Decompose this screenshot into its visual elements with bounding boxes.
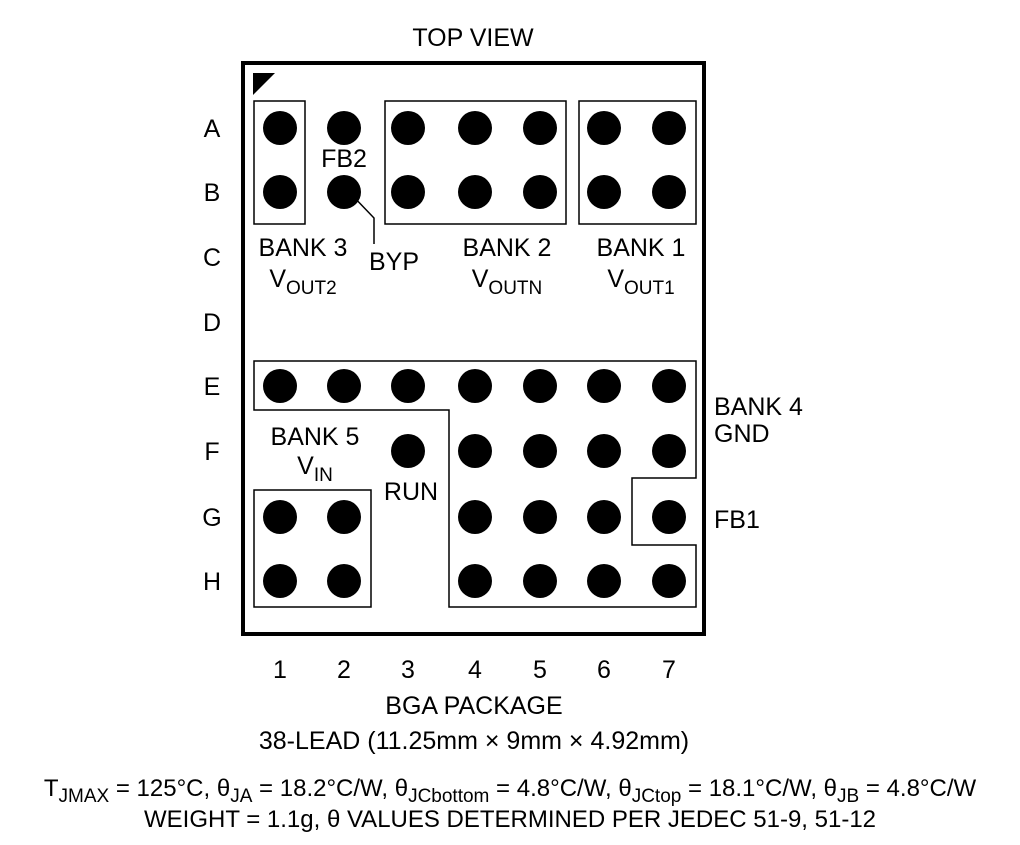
- pin1-corner-marker: [253, 73, 275, 95]
- ball-h4: [458, 564, 492, 598]
- ball-e3: [391, 369, 425, 403]
- byp-label: BYP: [369, 248, 419, 276]
- package-outline: [241, 61, 706, 636]
- column-label-2: 2: [337, 656, 351, 684]
- bank3-name: BANK 3: [259, 234, 348, 262]
- ball-e6: [587, 369, 621, 403]
- column-label-7: 7: [662, 656, 676, 684]
- column-label-1: 1: [273, 656, 287, 684]
- ball-a7: [652, 111, 686, 145]
- solder-balls: [263, 111, 686, 598]
- ball-e2: [327, 369, 361, 403]
- row-label-b: B: [204, 179, 221, 207]
- column-label-6: 6: [597, 656, 611, 684]
- column-label-3: 3: [401, 656, 415, 684]
- ball-h2: [327, 564, 361, 598]
- ball-b5: [523, 175, 557, 209]
- row-label-h: H: [203, 568, 221, 596]
- ball-g2: [327, 500, 361, 534]
- run-label: RUN: [384, 478, 438, 506]
- bank1-voltage: VOUT1: [607, 265, 674, 299]
- ball-a2: [327, 111, 361, 145]
- row-label-e: E: [204, 373, 221, 401]
- ball-g4: [458, 500, 492, 534]
- ball-b3: [391, 175, 425, 209]
- bank1-name: BANK 1: [597, 234, 686, 262]
- row-label-g: G: [202, 504, 221, 532]
- ball-f7: [652, 434, 686, 468]
- bank5-name: BANK 5: [271, 423, 360, 451]
- ball-b7: [652, 175, 686, 209]
- ball-f4: [458, 434, 492, 468]
- bank2-name: BANK 2: [463, 234, 552, 262]
- ball-g6: [587, 500, 621, 534]
- column-label-5: 5: [533, 656, 547, 684]
- column-labels: 1 2 3 4 5 6 7: [273, 656, 676, 684]
- ball-g7: [652, 500, 686, 534]
- diagram-title: TOP VIEW: [412, 24, 534, 52]
- column-label-4: 4: [468, 656, 482, 684]
- ball-b2: [327, 175, 361, 209]
- ball-h6: [587, 564, 621, 598]
- thermal-spec-line: TJMAX = 125°C, θJA = 18.2°C/W, θJCbottom…: [44, 775, 977, 807]
- fb2-label: FB2: [321, 145, 367, 173]
- bank3-voltage: VOUT2: [269, 265, 336, 299]
- ball-e4: [458, 369, 492, 403]
- ball-a4: [458, 111, 492, 145]
- ball-h1: [263, 564, 297, 598]
- ball-b1: [263, 175, 297, 209]
- row-label-c: C: [203, 244, 221, 272]
- ball-a6: [587, 111, 621, 145]
- ball-h5: [523, 564, 557, 598]
- bank1-outline: [578, 100, 697, 225]
- bank4-name: BANK 4: [714, 393, 803, 421]
- ball-e1: [263, 369, 297, 403]
- bank4-net: GND: [714, 420, 770, 448]
- row-label-d: D: [203, 309, 221, 337]
- ball-a1: [263, 111, 297, 145]
- row-labels: A B C D E F G H: [202, 115, 221, 596]
- bank5-voltage: VIN: [297, 452, 333, 486]
- ball-e5: [523, 369, 557, 403]
- bank4-outline: [253, 360, 697, 608]
- weight-spec-line: WEIGHT = 1.1g, θ VALUES DETERMINED PER J…: [144, 806, 876, 833]
- ball-a5: [523, 111, 557, 145]
- ball-h7: [652, 564, 686, 598]
- ball-g1: [263, 500, 297, 534]
- package-name: BGA PACKAGE: [385, 692, 562, 720]
- ball-f6: [587, 434, 621, 468]
- ball-b6: [587, 175, 621, 209]
- ball-a3: [391, 111, 425, 145]
- bank3-outline: [253, 100, 306, 225]
- row-label-a: A: [204, 115, 221, 143]
- ball-f3: [391, 434, 425, 468]
- ball-b4: [458, 175, 492, 209]
- fb1-label: FB1: [714, 506, 760, 534]
- ball-f5: [523, 434, 557, 468]
- bank2-outline: [384, 100, 567, 225]
- bank5-outline: [253, 489, 372, 608]
- row-label-f: F: [204, 438, 219, 466]
- ball-e7: [652, 369, 686, 403]
- ball-g5: [523, 500, 557, 534]
- bank2-voltage: VOUTN: [472, 265, 543, 299]
- package-description: 38-LEAD (11.25mm × 9mm × 4.92mm): [259, 727, 689, 755]
